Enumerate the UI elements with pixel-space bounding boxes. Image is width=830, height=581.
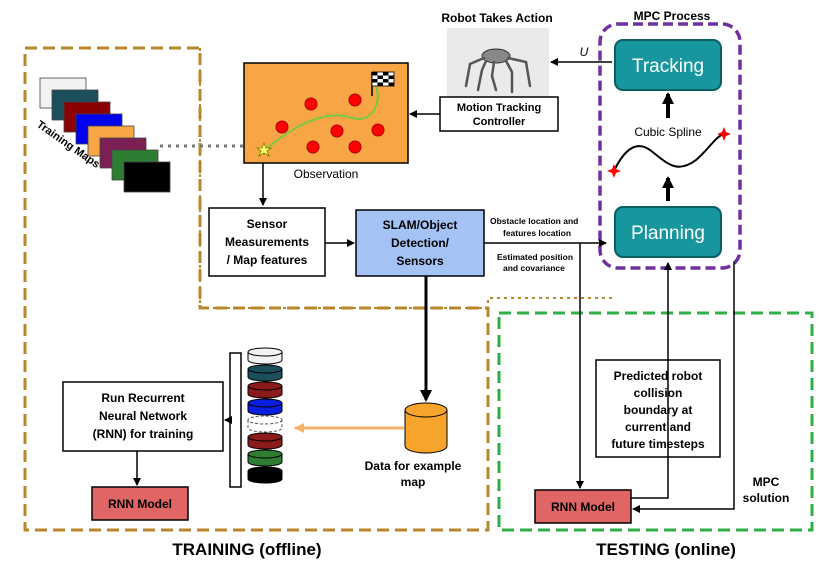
obstacle-location-label-2: features location: [503, 228, 571, 238]
observation-label: Observation: [294, 167, 359, 181]
rnn-model-left-label: RNN Model: [108, 497, 172, 511]
rnn-training-label-2: Neural Network: [99, 409, 187, 423]
u-symbol: U: [580, 45, 589, 59]
obstacle: [275, 120, 289, 134]
planning-label: Planning: [631, 223, 705, 244]
predicted-label-3: boundary at: [624, 403, 693, 417]
sensor-label-3: / Map features: [227, 253, 308, 267]
predicted-label-5: future timesteps: [611, 437, 705, 451]
training-map-sheet: [123, 161, 171, 193]
obstacle: [304, 97, 318, 111]
goal-flag-icon: [371, 71, 395, 96]
data-disk: [247, 381, 283, 399]
mpc-process-title: MPC Process: [634, 9, 711, 23]
obstacle: [348, 140, 362, 154]
sensor-label-1: Sensor: [247, 217, 288, 231]
training-title: TRAINING (offline): [172, 540, 321, 559]
sensor-label-2: Measurements: [225, 235, 309, 249]
rnn-model-right-box: [534, 489, 632, 524]
sensing-region-border: [199, 48, 615, 309]
testing-region-border: [497, 311, 814, 532]
tracking-box: [614, 39, 722, 91]
predicted-boundary-box: [595, 359, 721, 458]
mpc-solution-arrow: [632, 262, 735, 513]
data-disk: [247, 398, 283, 416]
robot-icon: [464, 48, 532, 94]
rnn-training-box: [62, 381, 224, 452]
rnn-training-label-1: Run Recurrent: [101, 391, 184, 405]
predicted-label-2: collision: [634, 386, 683, 400]
data-disk: [247, 432, 283, 450]
estimated-position-label-2: and covariance: [503, 263, 565, 273]
rnn-training-label-3: (RNN) for training: [93, 427, 194, 441]
slam-box: [355, 209, 485, 277]
data-disk: [247, 449, 283, 467]
rnn-model-right-label: RNN Model: [551, 500, 615, 514]
data-disk: [247, 347, 283, 365]
start-star-icon: [255, 141, 273, 157]
slam-label-1: SLAM/Object: [383, 218, 458, 232]
spline-endpoint-icon: [607, 127, 731, 178]
rnn-model-left-box: [91, 486, 189, 521]
planning-box: [614, 206, 722, 258]
obstacle: [330, 124, 344, 138]
data-example-label-2: map: [401, 475, 426, 489]
tracking-label: Tracking: [632, 56, 704, 77]
disk-stack-bracket: [229, 352, 242, 488]
predicted-label-1: Predicted robot: [614, 369, 703, 383]
data-cylinder-icon: [404, 402, 448, 454]
slam-label-2: Detection/: [391, 236, 450, 250]
mpc-solution-label-1: MPC: [753, 475, 780, 489]
slam-label-3: Sensors: [396, 254, 444, 268]
data-disk: [247, 364, 283, 382]
data-disk: [247, 415, 283, 433]
mpc-solution-label-2: solution: [743, 491, 790, 505]
sensor-measurements-box: [208, 207, 326, 277]
disk-stack: [247, 347, 283, 484]
rnn-to-planning-arrow: [631, 262, 672, 499]
motion-tracking-label-2: Controller: [473, 116, 526, 128]
motion-tracking-label-1: Motion Tracking: [457, 102, 541, 114]
motion-tracking-controller-box: [439, 96, 559, 132]
estimated-position-label-1: Estimated position: [497, 252, 573, 262]
cubic-spline-label: Cubic Spline: [634, 125, 702, 139]
planned-path: [263, 79, 379, 152]
obstacle: [348, 93, 362, 107]
cubic-spline-curve: [613, 133, 725, 172]
obstacle-location-label-1: Obstacle location and: [490, 216, 578, 226]
training-maps-stack: [39, 77, 171, 193]
obstacle: [306, 140, 320, 154]
predicted-label-4: current and: [625, 420, 691, 434]
obstacles: [275, 93, 385, 154]
robot-photo: [447, 28, 549, 100]
obstacle: [371, 123, 385, 137]
data-disk: [247, 466, 283, 484]
data-example-label-1: Data for example: [365, 459, 462, 473]
robot-action-label: Robot Takes Action: [441, 11, 552, 25]
testing-title: TESTING (online): [596, 540, 736, 559]
